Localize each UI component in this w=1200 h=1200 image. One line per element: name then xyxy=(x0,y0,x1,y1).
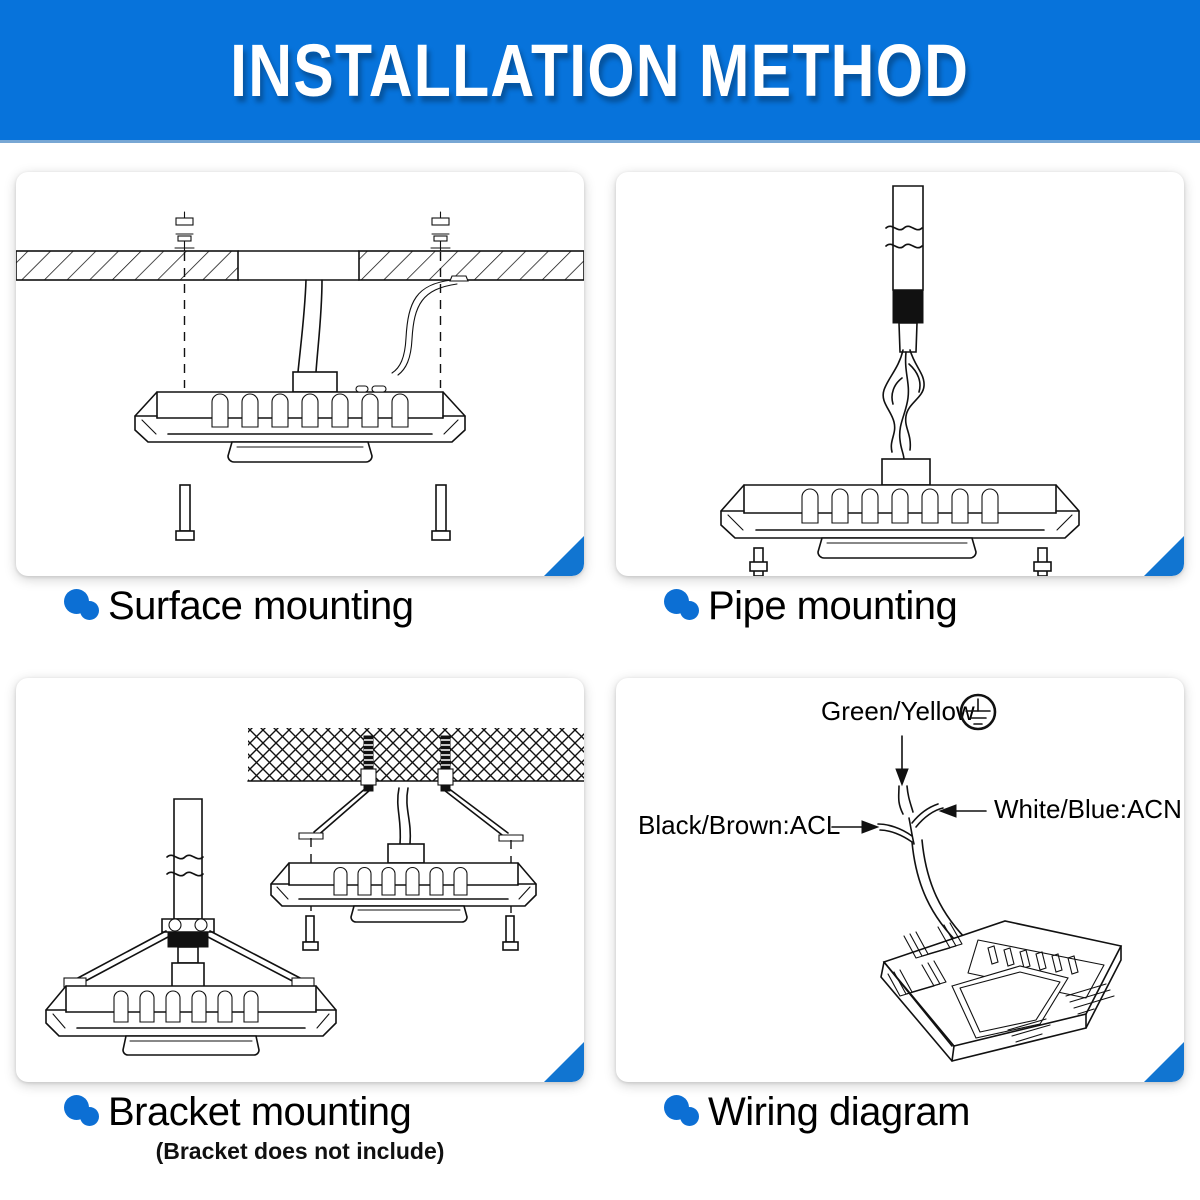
page-header: INSTALLATION METHOD xyxy=(0,0,1200,140)
heat-sink-fins-lower xyxy=(113,990,259,1023)
side-vents xyxy=(1007,983,1115,1043)
panel-wiring-diagram[interactable]: Green/Yellow Black/Brown:ACL xyxy=(608,672,1193,1182)
ground-wire-label: Green/Yellow xyxy=(821,696,975,726)
junction-box-upper xyxy=(387,843,425,864)
heat-sink-fins xyxy=(801,488,999,524)
diagram-wiring: Green/Yellow Black/Brown:ACL xyxy=(616,678,1184,1082)
mounting-bolt-left xyxy=(749,547,768,576)
panel-label: Surface mounting xyxy=(108,584,414,628)
panel-grid: Surface mounting xyxy=(0,148,1200,1200)
light-fixture-3d xyxy=(880,920,1123,1062)
mounting-bolt-upper-left xyxy=(302,915,319,951)
brick-ceiling xyxy=(247,728,584,782)
light-fixture xyxy=(134,385,466,463)
ceiling-slab xyxy=(16,250,584,281)
anchor-hardware-left xyxy=(174,211,195,252)
two-circles-icon xyxy=(64,1093,108,1133)
pipe-collar xyxy=(892,289,924,324)
fin-slots xyxy=(967,939,1105,999)
live-arrow xyxy=(831,820,880,834)
two-circles-icon xyxy=(664,587,708,627)
diagram-pipe-mounting xyxy=(616,172,1184,576)
caption-pipe-mounting: Pipe mounting xyxy=(616,584,1184,629)
side-cable xyxy=(391,275,469,376)
bracket-foot-right xyxy=(498,834,524,842)
left-fins xyxy=(887,922,963,997)
main-cable xyxy=(911,839,972,947)
live-wire-label: Black/Brown:ACL xyxy=(638,810,840,840)
panel-surface-mounting[interactable]: Surface mounting xyxy=(8,166,593,676)
panel-label: Wiring diagram xyxy=(708,1090,970,1134)
bracket-arms-lower xyxy=(75,930,303,986)
expansion-anchor-left xyxy=(360,735,377,792)
junction-box xyxy=(881,458,931,486)
mounting-bolt-left xyxy=(175,484,195,541)
ground-arrow xyxy=(895,735,909,787)
neutral-arrow xyxy=(938,804,987,818)
junction-box xyxy=(292,371,338,393)
light-fixture-lower xyxy=(45,985,337,1056)
bracket-foot-left xyxy=(298,832,324,840)
anchor-hardware-right xyxy=(430,211,451,252)
wire-bundle xyxy=(882,349,925,461)
diagram-bracket-mounting xyxy=(16,678,584,1082)
two-circles-icon xyxy=(664,1093,708,1133)
wire-sheath xyxy=(898,322,918,353)
heat-sink-fins xyxy=(211,393,409,428)
panel-subcaption: (Bracket does not include) xyxy=(155,1138,445,1164)
panel-bracket-mounting[interactable]: Bracket mounting (Bracket does not inclu… xyxy=(8,672,593,1182)
bracket-arms-upper xyxy=(313,787,509,839)
panel-pipe-mounting[interactable]: Pipe mounting xyxy=(608,166,1193,676)
mounting-bolt-right xyxy=(1033,547,1052,576)
caption-bracket-mounting: Bracket mounting xyxy=(16,1090,584,1135)
power-cable xyxy=(297,279,323,373)
power-cable-upper xyxy=(396,787,412,845)
two-circles-icon xyxy=(64,587,108,627)
caption-surface-mounting: Surface mounting xyxy=(16,584,584,629)
mounting-bolt-right xyxy=(431,484,451,541)
mounting-pipe-lower xyxy=(166,798,204,920)
panel-label: Bracket mounting xyxy=(108,1090,412,1134)
pipe-coupling xyxy=(161,918,215,990)
light-fixture xyxy=(720,484,1080,559)
heat-sink-fins-upper xyxy=(333,866,468,896)
diagram-surface-mounting xyxy=(16,172,584,576)
protective-earth-icon xyxy=(959,693,997,731)
header-divider xyxy=(0,140,1200,143)
mounting-bolt-upper-right xyxy=(502,915,519,951)
light-fixture-upper xyxy=(270,862,537,923)
panel-label: Pipe mounting xyxy=(708,584,958,628)
wire-splay xyxy=(877,785,944,845)
page-title: INSTALLATION METHOD xyxy=(230,28,970,112)
mounting-pipe xyxy=(885,185,924,324)
neutral-wire-label: White/Blue:ACN xyxy=(994,794,1182,824)
caption-wiring-diagram: Wiring diagram xyxy=(616,1090,1184,1135)
